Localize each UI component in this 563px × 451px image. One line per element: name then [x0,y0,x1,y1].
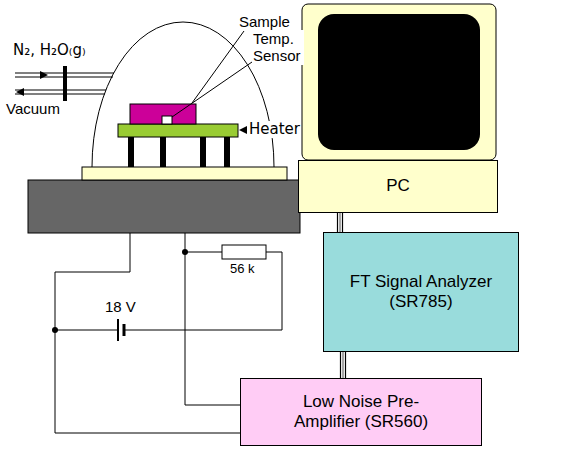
heater-plate [118,124,238,137]
gas-pipe [15,90,106,91]
cable-connector [341,352,346,378]
heater-leg [200,137,206,167]
cable-line [339,213,341,232]
box-text: Low Noise Pre-Amplifier (SR560) [276,392,446,433]
cable-line [340,352,341,378]
wire [55,233,240,433]
cable-connector [338,213,343,232]
arrow-head [239,126,247,134]
part-label: Heater [248,121,301,138]
cable-line [342,352,344,378]
heater-leg [128,137,134,167]
cable-line [342,213,343,232]
voltage-label: 18 V [104,298,137,315]
valve [63,66,67,84]
junction-dot [52,327,58,333]
leader-line [172,62,252,117]
gas-label: N₂, H₂O₍g₎ [12,42,87,59]
bell-jar [92,22,274,167]
box-text: FT Signal Analyzer (SR785) [333,272,509,313]
computer-box: PC [298,160,498,213]
base-plate [82,167,287,180]
valve [63,83,67,101]
part-label: Sample [238,13,291,30]
resistance-label: 56 k [229,262,256,277]
flow-arrow [16,88,24,96]
junction-dot [182,249,188,255]
monitor-screen [318,14,480,150]
wire [55,330,118,331]
heater-leg [160,137,166,167]
cable-line [345,352,346,378]
wire [185,252,222,253]
wire [124,252,282,330]
part-label: Temp. Sensor [252,30,304,65]
temperature-sensor [162,116,172,124]
analyzer-box: FT Signal Analyzer (SR785) [323,232,519,352]
battery-symbol [117,319,119,341]
cable-line [337,213,338,232]
box-text: PC [386,176,410,196]
port-label: Vacuum [5,100,61,117]
preamplifier-box: Low Noise Pre-Amplifier (SR560) [240,378,482,446]
heater-leg [224,137,230,167]
flow-arrow [40,71,48,79]
battery-symbol [123,324,126,336]
monitor-bezel [302,4,496,160]
base-block [28,180,300,233]
gas-pipe [15,94,105,95]
resistor-symbol [222,245,266,259]
leader-line [192,31,244,103]
